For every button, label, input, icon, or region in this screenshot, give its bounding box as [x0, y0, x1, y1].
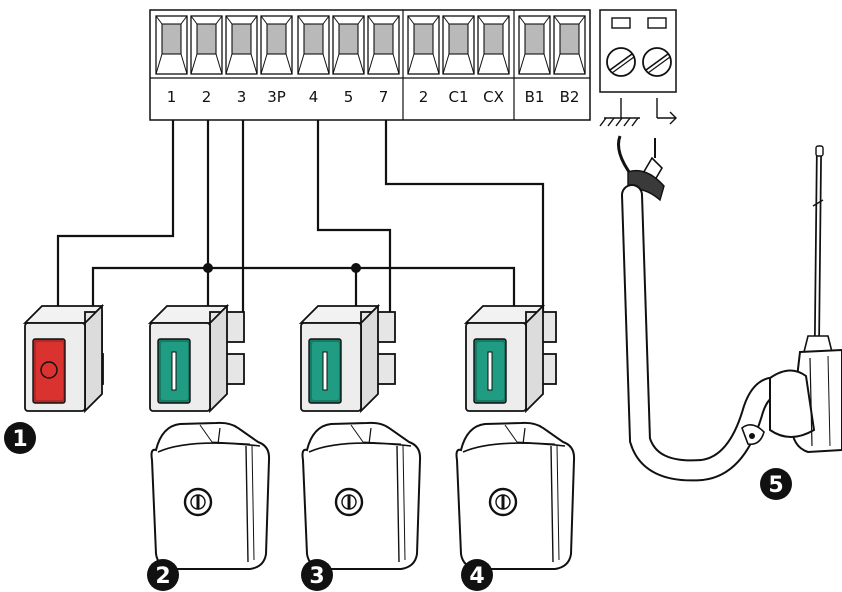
- device-number-badge: 4: [461, 559, 493, 591]
- antenna: [741, 145, 842, 454]
- device-number-label: 4: [469, 564, 484, 589]
- terminal-label: 7: [379, 88, 389, 106]
- terminal-label: CX: [483, 88, 504, 106]
- terminal-label: 5: [344, 88, 354, 106]
- terminal-label: B1: [525, 88, 545, 106]
- terminal-label: 1: [167, 88, 177, 106]
- device-number-badge: 3: [301, 559, 333, 591]
- terminal-slot: [553, 15, 586, 75]
- signal-symbol-icon: [656, 98, 677, 125]
- wiring: [56, 120, 545, 312]
- device-number-label: 3: [309, 564, 324, 589]
- screw-icon: [606, 47, 636, 77]
- terminal-slot: [332, 15, 365, 75]
- antenna-terminal-block: [599, 9, 677, 127]
- terminal-labels: 1 2 3 3P 4 5 7 2 C1 CX B1 B2: [167, 88, 580, 106]
- key-selector-switch-icon: [488, 487, 518, 517]
- terminal-label: B2: [560, 88, 580, 106]
- junction-dot: [203, 263, 213, 273]
- device-number-label: 1: [12, 427, 27, 452]
- terminal-slot: [442, 15, 475, 75]
- key-selector-switch-icon: [183, 487, 213, 517]
- terminal-label: 4: [309, 88, 319, 106]
- green-pushbutton: [298, 303, 396, 414]
- terminal-label: 2: [419, 88, 429, 106]
- terminal-slot: [407, 15, 440, 75]
- terminal-slot: [260, 15, 293, 75]
- terminal-slot: [518, 15, 551, 75]
- terminal-label: 2: [202, 88, 212, 106]
- ground-symbol-icon: [599, 98, 640, 127]
- stop-pushbutton: [22, 303, 105, 414]
- junction-dot: [351, 263, 361, 273]
- terminal-slot: [155, 15, 188, 75]
- key-selector-switch-icon: [334, 487, 364, 517]
- coaxial-cable: [617, 135, 781, 482]
- terminal-slot: [297, 15, 330, 75]
- terminal-label: 3P: [267, 88, 286, 106]
- green-pushbutton: [463, 303, 557, 414]
- terminal-label: 3: [237, 88, 247, 106]
- green-pushbutton: [147, 303, 245, 414]
- key-selector-switch: [455, 421, 576, 570]
- terminal-slot: [190, 15, 223, 75]
- device-number-badge: 1: [4, 422, 36, 454]
- terminal-slot: [367, 15, 400, 75]
- device-number-badge: 2: [147, 559, 179, 591]
- stop-pushbutton-icon: [36, 342, 63, 400]
- device-number-badges: 1 2 3 4 5: [4, 422, 792, 591]
- device-number-label: 5: [768, 473, 783, 498]
- key-selector-switch: [301, 421, 422, 570]
- terminal-slots: [155, 15, 586, 75]
- device-number-badge: 5: [760, 468, 792, 500]
- terminal-slot: [477, 15, 510, 75]
- key-selector-switch: [150, 421, 271, 570]
- device-number-label: 2: [155, 564, 170, 589]
- terminal-block: 1 2 3 3P 4 5 7 2 C1 CX B1 B2: [149, 9, 591, 121]
- screw-icon: [642, 47, 672, 77]
- terminal-slot: [225, 15, 258, 75]
- terminal-label: C1: [448, 88, 468, 106]
